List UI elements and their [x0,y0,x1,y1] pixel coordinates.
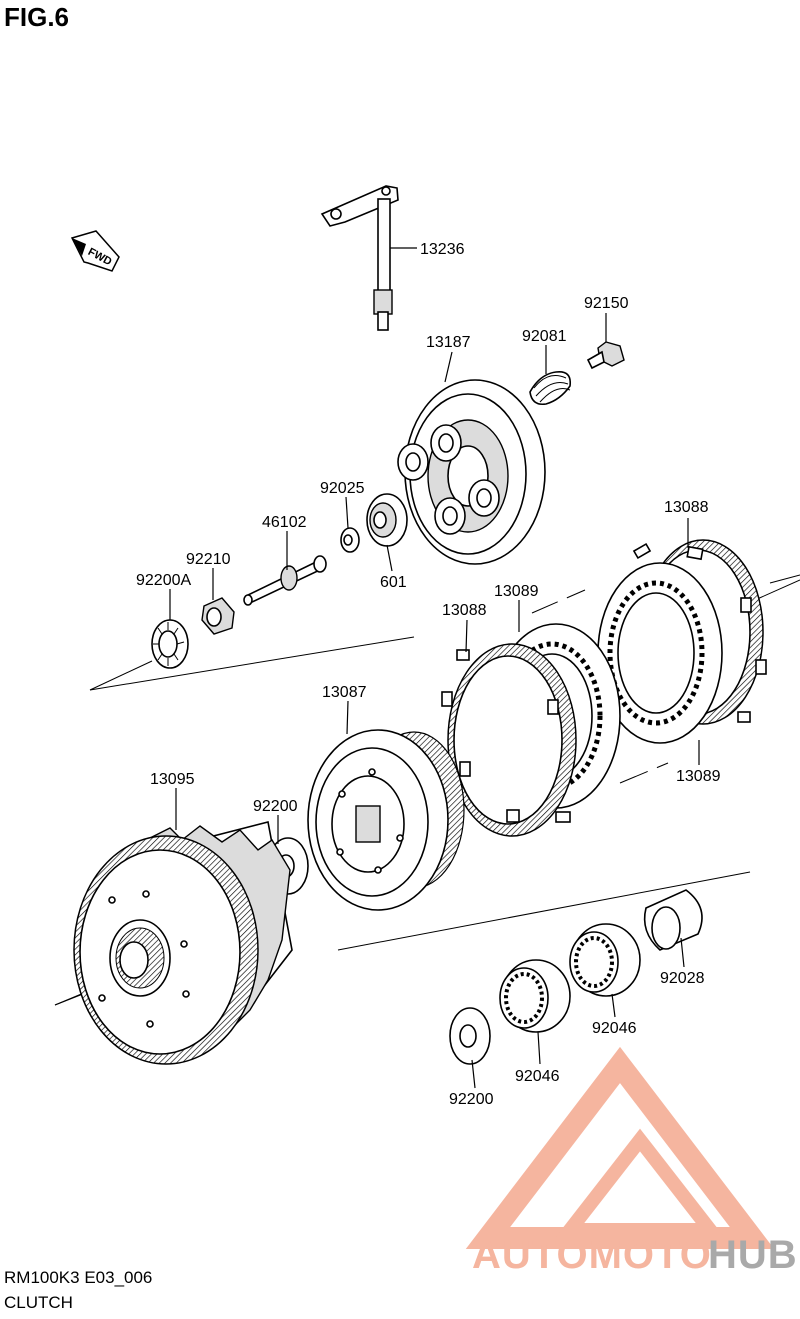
clutch-housing-13095 [73,821,293,1065]
part-label-92200-lower: 92200 [449,1091,494,1108]
part-label-13236: 13236 [420,241,465,258]
watermark-word-1: AUTOMOTO [472,1233,712,1277]
part-label-13187: 13187 [426,334,471,351]
watermark-word-2: HUB [708,1233,798,1277]
part-label-13087: 13087 [322,684,367,701]
part-label-13088-rear: 13088 [664,499,709,516]
diagram-name: CLUTCH [4,1293,73,1312]
part-label-92028: 92028 [660,970,705,987]
clutch-hub-13087 [307,729,465,911]
nut-92210 [201,597,235,635]
part-label-92046-upper: 92046 [592,1020,637,1037]
lock-washer-92200A [151,619,189,669]
washer-92025 [340,527,360,553]
push-rod-46102 [243,555,327,606]
washer-92200-lower [449,1007,491,1065]
part-label-13088-front: 13088 [442,602,487,619]
part-label-92210: 92210 [186,551,231,568]
watermark: AUTOMOTO HUB [465,1046,798,1277]
part-label-92081: 92081 [522,328,567,345]
sleeve-92028 [643,889,703,951]
part-label-46102: 46102 [262,514,307,531]
bearing-601 [366,493,408,547]
spring-92081 [529,370,572,406]
fwd-arrow-icon: FWD [70,230,120,272]
part-label-601: 601 [380,574,407,591]
part-label-92046-lower: 92046 [515,1068,560,1085]
figure-title: FIG.6 [4,2,70,32]
bolt-92150 [586,341,625,370]
part-label-92025: 92025 [320,480,365,497]
diagram-code: RM100K3 E03_006 [4,1268,153,1287]
leader-lines [169,247,700,1089]
pressure-plate-13187 [397,379,546,565]
steel-plate-13089-rear [597,562,723,744]
part-labels: 13236 92150 92081 13187 92025 46102 9221… [136,241,721,1108]
part-label-13089-front: 13089 [494,583,539,600]
part-label-92200-middle: 92200 [253,798,298,815]
needle-bearing-92046-upper [569,923,641,997]
part-label-92200A: 92200A [136,572,191,589]
release-shaft-13236 [320,185,399,331]
part-label-13095: 13095 [150,771,195,788]
part-label-92150: 92150 [584,295,629,312]
needle-bearing-92046-lower [499,959,571,1033]
part-label-13089-rear: 13089 [676,768,721,785]
friction-plate-13088-front [441,643,577,837]
